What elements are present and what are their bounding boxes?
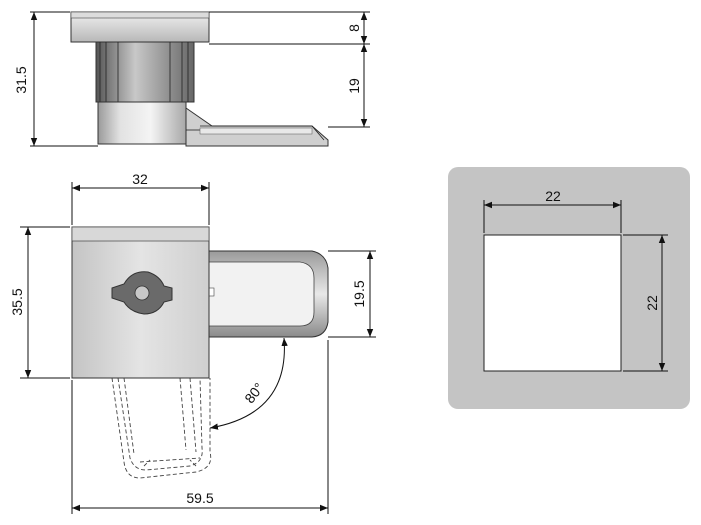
dim-side-top-thickness: 8 (346, 24, 362, 32)
dim-rotation-angle: 80° (241, 380, 267, 407)
dim-side-height-total: 31.5 (13, 66, 29, 93)
rotated-cam-outline (111, 377, 212, 479)
side-view (70, 11, 329, 147)
dim-cutout-height: 22 (644, 295, 660, 311)
front-dimensions: 32 35.5 19.5 59.5 80° (9, 171, 376, 514)
front-view (71, 226, 329, 479)
dim-front-height: 35.5 (9, 288, 25, 315)
keyhole-icon (111, 271, 173, 315)
dim-cam-width: 19.5 (351, 280, 367, 307)
dim-overall-width: 59.5 (186, 490, 213, 506)
dim-front-width: 32 (132, 171, 148, 187)
dim-cutout-width: 22 (545, 188, 561, 204)
panel-cutout-view: 22 22 (448, 167, 690, 409)
side-dimensions: 31.5 8 19 (13, 11, 370, 147)
dim-side-lower-height: 19 (346, 78, 362, 94)
